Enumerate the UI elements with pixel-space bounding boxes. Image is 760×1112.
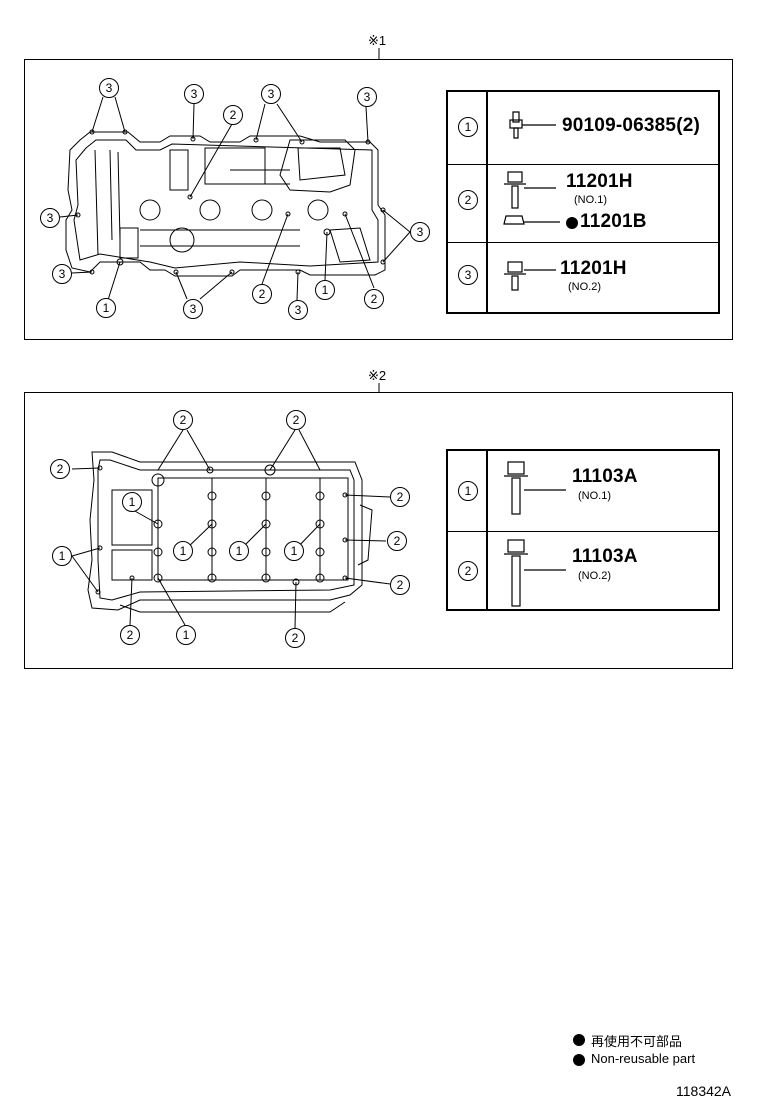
part-number: 11103A — [572, 546, 638, 567]
part-sub: (NO.2) — [568, 281, 601, 293]
bolt-icons — [503, 111, 566, 607]
legend-jp: 再使用不可部品 — [591, 1034, 683, 1049]
callout: 3 — [99, 78, 119, 98]
callout: 3 — [184, 84, 204, 104]
section-2-mark: ※2 — [368, 368, 387, 383]
callout: 3 — [357, 87, 377, 107]
cylinder-head-drawing — [87, 451, 373, 613]
row-number: 3 — [458, 265, 478, 285]
section-2-panel — [24, 392, 733, 669]
legend-dot-icon — [573, 1054, 585, 1066]
callout: 2 — [286, 410, 306, 430]
callout: 2 — [364, 289, 384, 309]
section-1-panel — [24, 59, 733, 340]
head-bolt-icon-1 — [504, 461, 566, 515]
callout: 2 — [390, 487, 410, 507]
head-cover-drawing — [65, 129, 386, 277]
callout: 2 — [387, 531, 407, 551]
callout: 2 — [223, 105, 243, 125]
part-number: 11103A — [572, 466, 638, 487]
callout: 1 — [315, 280, 335, 300]
callout: 2 — [285, 628, 305, 648]
row-number: 1 — [458, 481, 478, 501]
part-sub: (NO.1) — [574, 194, 607, 206]
row-number: 1 — [458, 117, 478, 137]
flange-bolt-icon — [503, 171, 560, 225]
head-bolt-icon-2 — [504, 539, 566, 607]
part-number: 11201B — [580, 211, 647, 232]
part-sub: (NO.2) — [578, 570, 611, 582]
parts-table-2 — [446, 449, 720, 611]
callout: 3 — [52, 264, 72, 284]
legend-dot-icon — [573, 1034, 585, 1046]
callout: 1 — [173, 541, 193, 561]
callout: 1 — [52, 546, 72, 566]
row-number: 2 — [458, 190, 478, 210]
callout: 3 — [288, 300, 308, 320]
parts-table-1 — [446, 90, 720, 314]
stud-bolt-icon — [509, 111, 556, 139]
callout: 1 — [176, 625, 196, 645]
callout: 2 — [252, 284, 272, 304]
part-number: 11201H — [566, 171, 633, 192]
callout: 3 — [261, 84, 281, 104]
table-row — [448, 531, 718, 612]
callout: 2 — [173, 410, 193, 430]
callout: 2 — [390, 575, 410, 595]
callout: 1 — [122, 492, 142, 512]
callout: 1 — [229, 541, 249, 561]
section-1-mark: ※1 — [368, 33, 387, 48]
callout: 2 — [50, 459, 70, 479]
callout: 3 — [40, 208, 60, 228]
part-number: 11201H — [560, 258, 627, 279]
figure-id: 118342A — [676, 1083, 732, 1099]
callout: 3 — [410, 222, 430, 242]
part-number: 90109-06385(2) — [562, 115, 701, 136]
table-row — [448, 242, 718, 315]
legend-en: Non-reusable part — [591, 1051, 696, 1066]
non-reusable-mark-icon — [566, 217, 578, 229]
table-row — [448, 164, 718, 243]
callout: 1 — [284, 541, 304, 561]
callout: 1 — [96, 298, 116, 318]
part-sub: (NO.1) — [578, 490, 611, 502]
row-number: 2 — [458, 561, 478, 581]
callout: 3 — [183, 299, 203, 319]
callout: 2 — [120, 625, 140, 645]
flange-bolt-icon-2 — [504, 261, 556, 291]
